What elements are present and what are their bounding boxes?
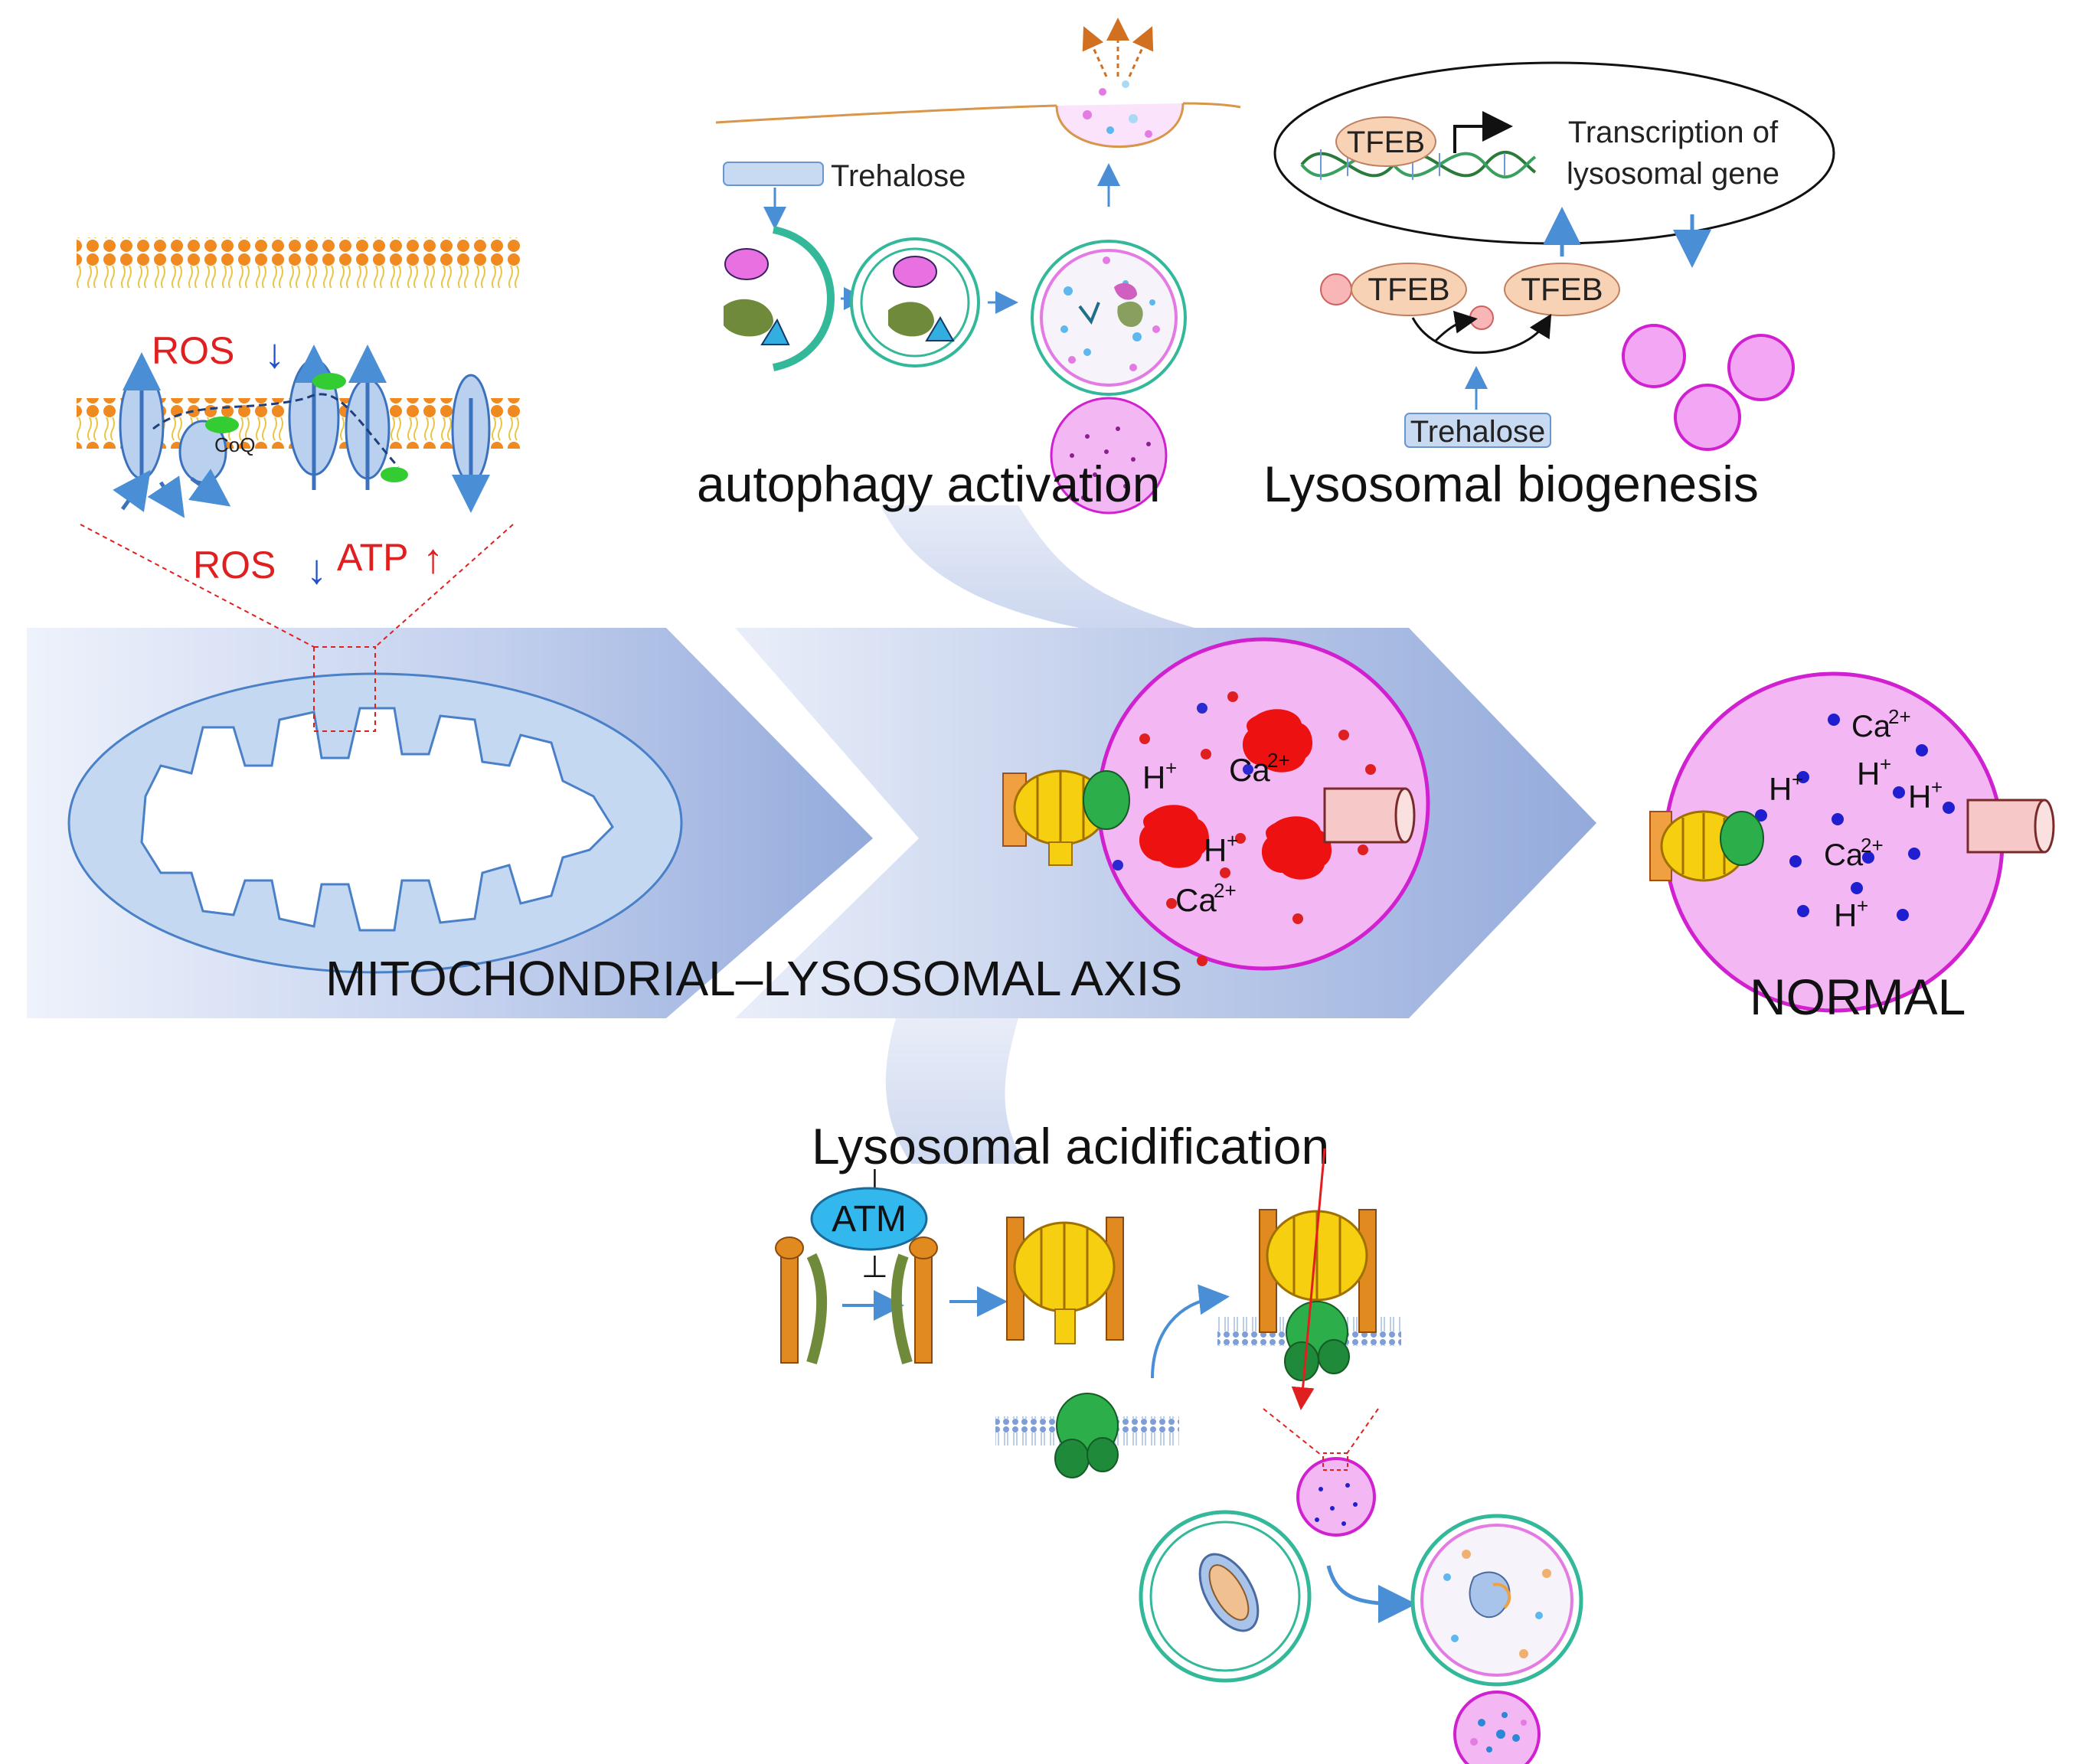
autophagosome	[850, 237, 980, 368]
tfeb-nucleus-label: TFEB	[1347, 126, 1425, 159]
normal-h-label-3: H	[1908, 779, 1931, 815]
zoom-line-left	[80, 524, 315, 648]
electron-path	[152, 393, 400, 468]
normal-ca-charge-2: 2+	[1861, 834, 1884, 857]
normal-ca-charge-1: 2+	[1888, 705, 1911, 728]
tfeb-right-label: TFEB	[1521, 271, 1603, 307]
transcription-label-line2: lysosomal gene	[1567, 157, 1779, 191]
mitophagosome	[1139, 1510, 1312, 1683]
phosphate-left	[1320, 273, 1352, 305]
lysosomal-biogenesis-label: Lysosomal biogenesis	[1263, 456, 1759, 512]
ros-top-arrow: ↓	[264, 331, 285, 377]
autophagy-activation-label: autophagy activation	[697, 456, 1160, 512]
trehalose-bottom-box	[1404, 413, 1551, 448]
release-arrows	[1082, 18, 1154, 77]
damaged-h-plus: +	[1165, 756, 1177, 779]
zoom-line-right	[374, 524, 514, 648]
phagophore	[724, 226, 835, 371]
trehalose-top-label: Trehalose	[831, 159, 966, 193]
exocytosis-particles	[1083, 80, 1152, 138]
atp-arrow: ↑	[423, 536, 443, 582]
fusion-arrow	[1326, 1565, 1417, 1623]
normal-ca-label-2: Ca	[1824, 838, 1864, 872]
inhibit-symbol-bottom: ⊥	[861, 1250, 888, 1284]
atm-label: ATM	[832, 1199, 907, 1240]
cell-membrane	[715, 102, 1241, 124]
tfeb-left-label: TFEB	[1368, 271, 1449, 307]
assembled-vatpase	[1217, 1209, 1401, 1381]
etc-arrows	[113, 345, 490, 518]
normal-ca-label-1: Ca	[1851, 710, 1891, 743]
damaged-ca-label-2: Ca	[1175, 882, 1217, 918]
normal-h-plus-4: +	[1857, 894, 1868, 917]
lysosomal-acidification-label: Lysosomal acidification	[812, 1118, 1329, 1174]
v-atpase-damaged	[1002, 769, 1130, 866]
zoom-line-acid-right	[1345, 1408, 1379, 1455]
vatpase-subunit-2	[890, 1236, 938, 1365]
flow-curve-top	[881, 505, 1194, 643]
ion-channel-damaged	[1323, 787, 1416, 844]
ros-bottom-arrow: ↓	[306, 547, 327, 593]
proton-pump-arrow	[1291, 1148, 1326, 1410]
mitochondrion	[67, 646, 683, 974]
normal-lysosome: Ca 2+ H + H + H + Ca 2+ H +	[1663, 671, 2005, 1013]
mitolysosome	[1410, 1514, 1583, 1764]
damaged-ca-label: Ca	[1229, 752, 1270, 788]
phosphate-released	[1469, 305, 1494, 330]
ros-bottom-label: ROS	[193, 544, 276, 586]
new-lysosomes	[1622, 324, 1795, 451]
acidic-lysosome	[1296, 1452, 1376, 1537]
coq-label: CoQ	[214, 433, 255, 456]
normal-h-label-1: H	[1769, 771, 1792, 807]
normal-h-label-2: H	[1857, 756, 1880, 792]
normal-h-label-4: H	[1834, 897, 1857, 933]
flow-curve-bottom	[885, 1018, 1026, 1164]
atm-pill	[810, 1187, 928, 1251]
outer-membrane	[77, 237, 521, 288]
assembly-curve-arrow	[1151, 1284, 1230, 1379]
dephosphorylation-arrow	[1411, 313, 1552, 354]
transcription-label-line1: Transcription of	[1568, 116, 1779, 149]
trehalose-bottom-label: Trehalose	[1410, 415, 1545, 449]
tfeb-right-pill	[1504, 263, 1620, 316]
zoom-line-acid-left	[1263, 1408, 1322, 1455]
phosphate-arrow	[1434, 310, 1478, 342]
tfeb-left-pill	[1351, 263, 1467, 316]
exocytosis-vesicle	[1055, 103, 1185, 149]
cytochrome-c-green	[205, 373, 408, 482]
damaged-h-label: H	[1142, 760, 1165, 795]
autolysosome	[1031, 240, 1187, 514]
damaged-h-label-2: H	[1204, 832, 1227, 868]
damaged-ca-charge-2: 2+	[1214, 879, 1237, 902]
normal-label: NORMAL	[1750, 969, 1966, 1025]
ros-top-label: ROS	[152, 329, 234, 372]
damaged-ca-charge: 2+	[1267, 749, 1290, 772]
transcription-start-arrow	[1453, 111, 1513, 153]
trehalose-top-box	[723, 162, 824, 186]
atp-label: ATP	[337, 536, 409, 579]
v-atpase-normal	[1649, 810, 1764, 882]
normal-h-plus-1: +	[1792, 768, 1803, 791]
normal-h-plus-3: +	[1931, 776, 1943, 799]
v0-domain-membrane	[995, 1393, 1179, 1478]
vatpase-subunit-1	[775, 1236, 828, 1365]
ion-channel-normal	[1966, 799, 2055, 854]
tfeb-nucleus-pill	[1335, 116, 1436, 167]
v1-domain	[1006, 1217, 1124, 1344]
normal-h-plus-2: +	[1880, 753, 1891, 776]
axis-title: MITOCHONDRIAL–LYSOSOMAL AXIS	[325, 951, 1182, 1006]
damaged-h-plus-2: +	[1227, 829, 1238, 852]
